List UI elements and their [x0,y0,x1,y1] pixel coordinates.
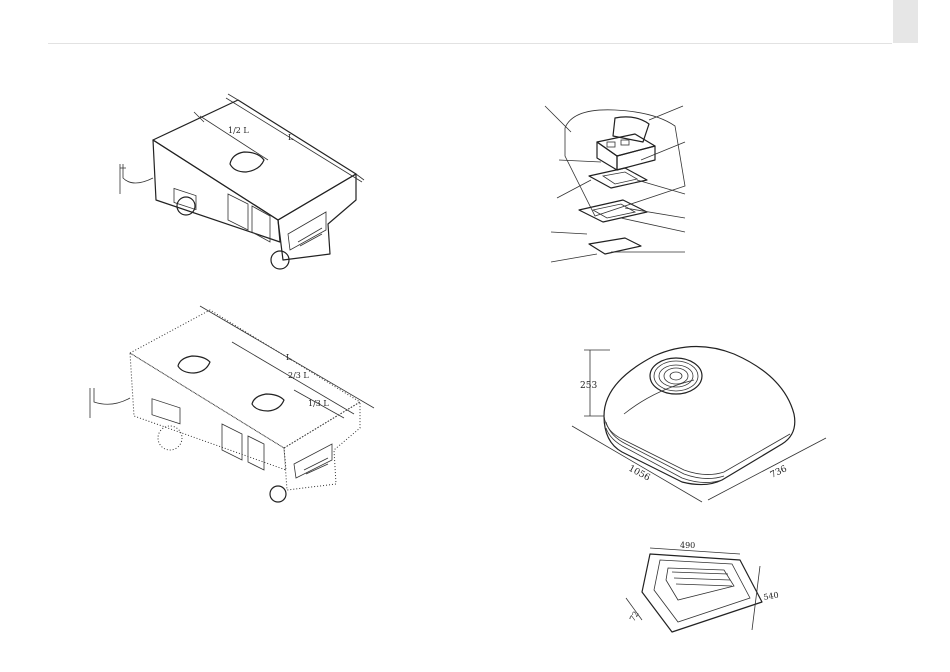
front-unit-label: 2/3 L [288,371,309,380]
page-tab [893,0,918,43]
overall-length-label: L [288,133,294,142]
header-rule [48,43,892,44]
roof-unit-dimensions-figure: 253 1056 736 [570,320,840,510]
rear-wheel [158,426,182,450]
depth-label: 540 [763,590,780,602]
roof-shroud [565,110,685,216]
condenser-fan-icon [650,358,702,394]
length-label: 1056 [627,464,652,484]
rv-double-unit-figure: L 2/3 L 1/3 L [82,298,382,513]
thickness-label: 72 [628,610,641,623]
width-label: 490 [680,541,695,550]
ceiling-grille [642,554,762,632]
rear-ac-unit-icon [252,394,284,411]
height-label: 253 [580,381,597,391]
ceiling-assembly [579,200,647,222]
front-ac-unit-icon [178,356,210,373]
unit-position-label: 1/2 L [228,126,249,135]
overall-length-label: L [286,353,292,362]
rv-single-unit-figure: L 1/2 L [108,92,378,282]
ac-unit-icon [230,152,264,172]
front-wheel [270,486,286,502]
rv-roof [130,310,360,448]
rear-unit-label: 1/3 L [308,399,329,408]
exploded-view-figure [545,98,695,273]
ceiling-grille-dimensions-figure: 490 540 72 [620,538,780,638]
